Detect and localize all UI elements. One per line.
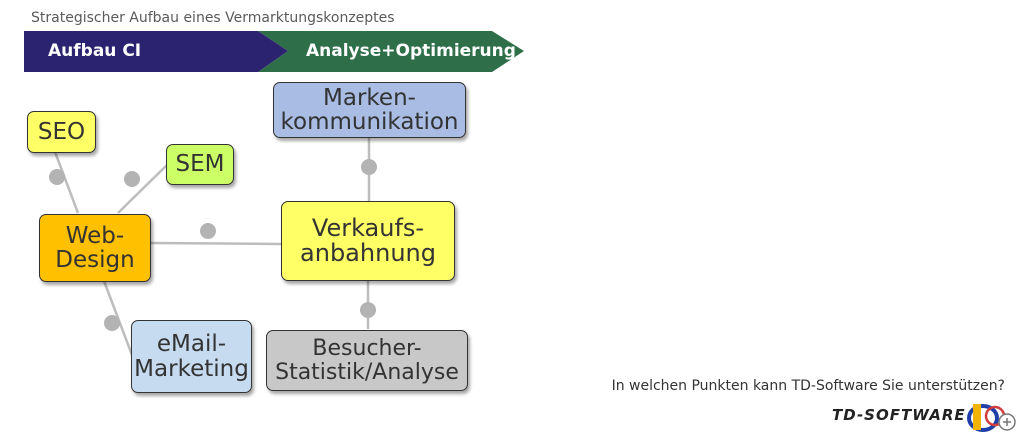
connector-sem-webdesign	[117, 164, 168, 214]
connector-dot	[200, 223, 216, 239]
page-subtitle: Strategischer Aufbau eines Vermarktungsk…	[31, 10, 395, 26]
node-webdesign: Web- Design	[39, 214, 151, 282]
td-software-logo-text: TD-SOFTWARE	[832, 406, 966, 424]
connector-webdesign-verkauf	[149, 241, 282, 246]
process-banner	[24, 31, 524, 72]
node-email-marketing: eMail- Marketing	[131, 320, 252, 393]
node-markenkommunikation: Marken- kommunikation	[273, 82, 466, 138]
banner-arrow-analyse	[258, 31, 524, 72]
node-verkaufsanbahnung: Verkaufs- anbahnung	[281, 201, 455, 281]
node-email-label: eMail- Marketing	[134, 331, 249, 382]
node-webdesign-label: Web- Design	[55, 222, 135, 273]
node-besucher-statistik: Besucher- Statistik/Analyse	[266, 330, 468, 391]
connector-dot	[360, 302, 376, 318]
node-seo-label: SEO	[37, 118, 86, 145]
connector-dot	[124, 171, 140, 187]
connector-dot	[49, 169, 65, 185]
connector-dot	[104, 315, 120, 331]
banner-label-analyse: Analyse+Optimierung	[306, 41, 516, 61]
node-seo: SEO	[27, 111, 96, 153]
node-sem: SEM	[166, 144, 234, 185]
banner-label-aufbau-ci: Aufbau CI	[48, 41, 142, 61]
node-sem-label: SEM	[175, 151, 225, 178]
td-software-logo-icon	[967, 404, 1016, 432]
node-besucher-label: Besucher- Statistik/Analyse	[275, 336, 459, 385]
connector-seo-webdesign	[53, 151, 80, 214]
footer-question: In welchen Punkten kann TD-Software Sie …	[611, 378, 1005, 394]
node-verkauf-label: Verkaufs- anbahnung	[300, 213, 436, 267]
connector-dot	[361, 159, 377, 175]
node-marken-label: Marken- kommunikation	[280, 84, 459, 135]
banner-arrow-aufbau-ci	[24, 31, 288, 72]
